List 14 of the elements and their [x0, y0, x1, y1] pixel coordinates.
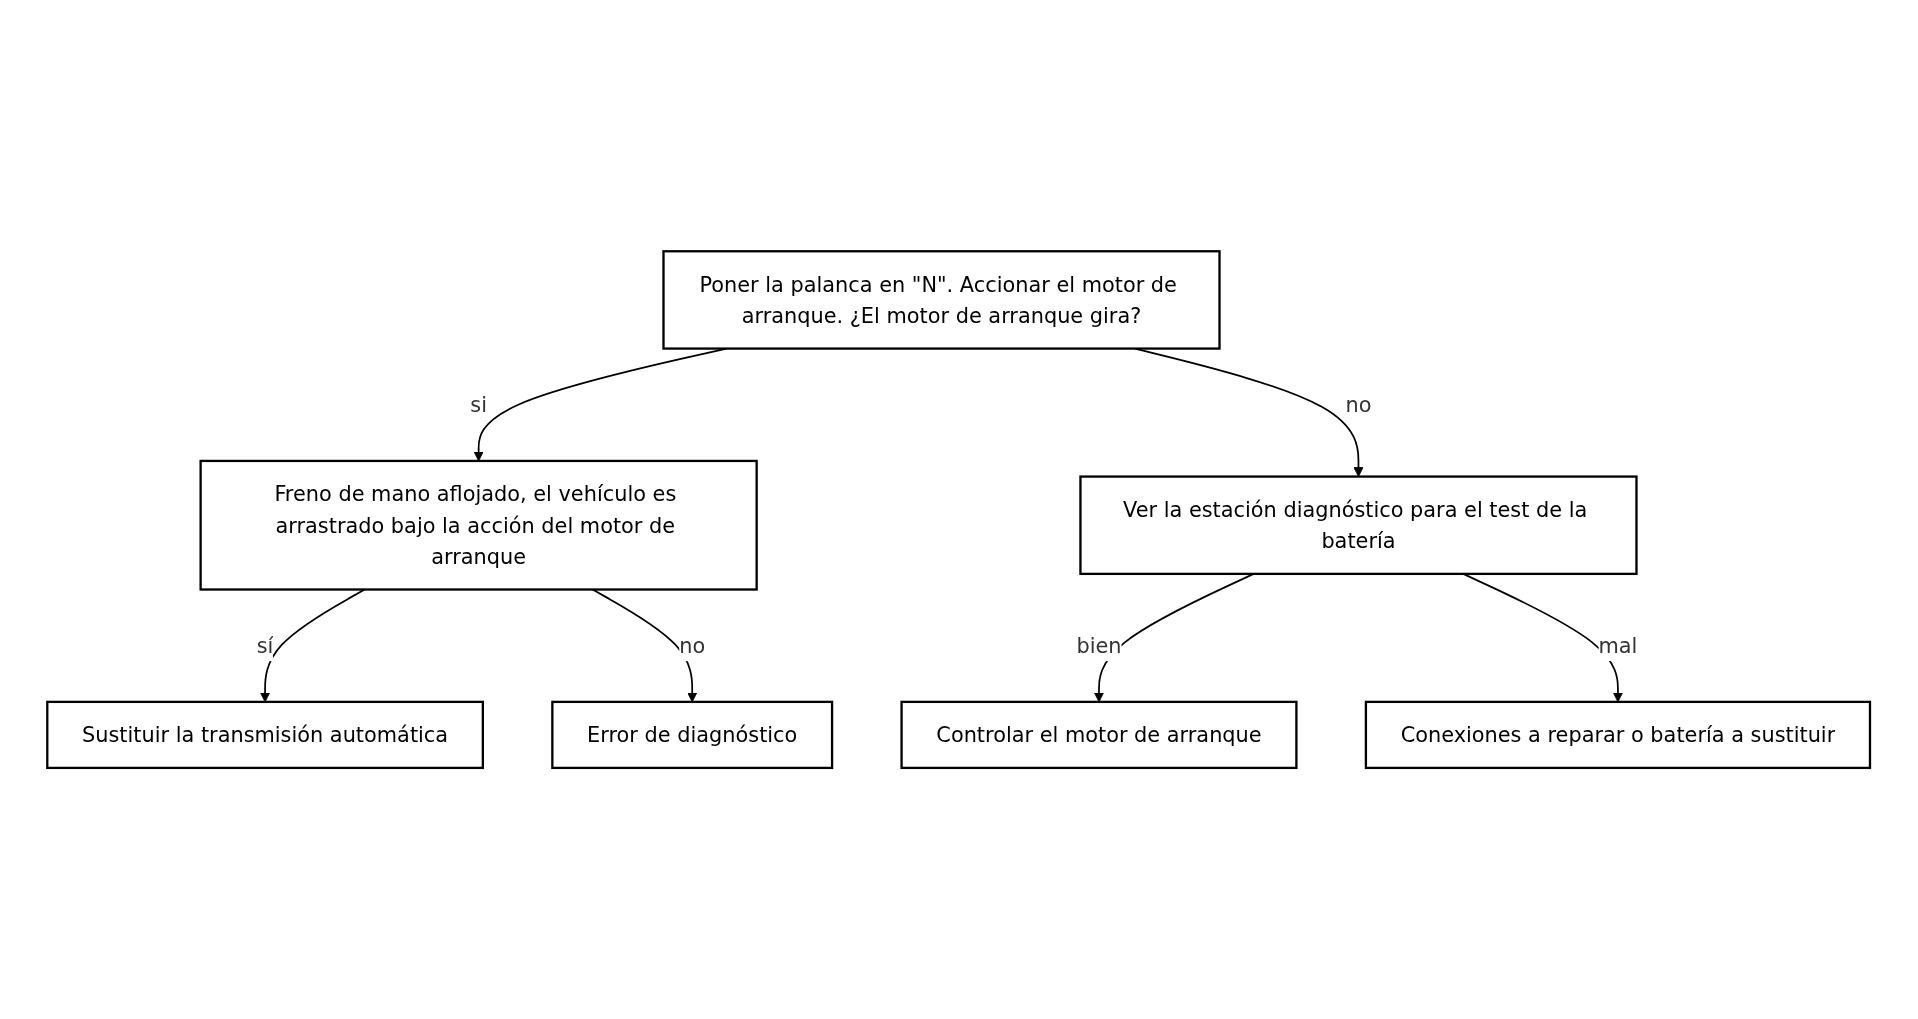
node-box: [46, 700, 485, 769]
node-box: [1079, 475, 1638, 575]
edge-label: bien: [1076, 633, 1122, 658]
node-box: [662, 250, 1222, 350]
node-box: [900, 700, 1298, 769]
edge-label: si: [470, 392, 488, 417]
edge-label: mal: [1598, 633, 1638, 658]
edge-label: no: [679, 633, 706, 658]
flowchart: si no sí no bien mal Poner la palanca en "N". Accionar el motor de arranque. ¿El motor de arranque gira? Freno de mano aflojado, el vehículo es arrastrado bajo la acción del motor de arranque Ver la estación diagnóstico para el test de la batería Sustituir la transmisión automática Error de diagnóstico Controlar el motor de arranque Conexiones a reparar o batería a sustituir: [38, 241, 1880, 778]
node-box: [199, 459, 759, 591]
edge-label: sí: [257, 633, 274, 658]
edge-label: no: [1345, 392, 1372, 417]
node-box: [1365, 700, 1872, 769]
node-box: [551, 700, 834, 769]
